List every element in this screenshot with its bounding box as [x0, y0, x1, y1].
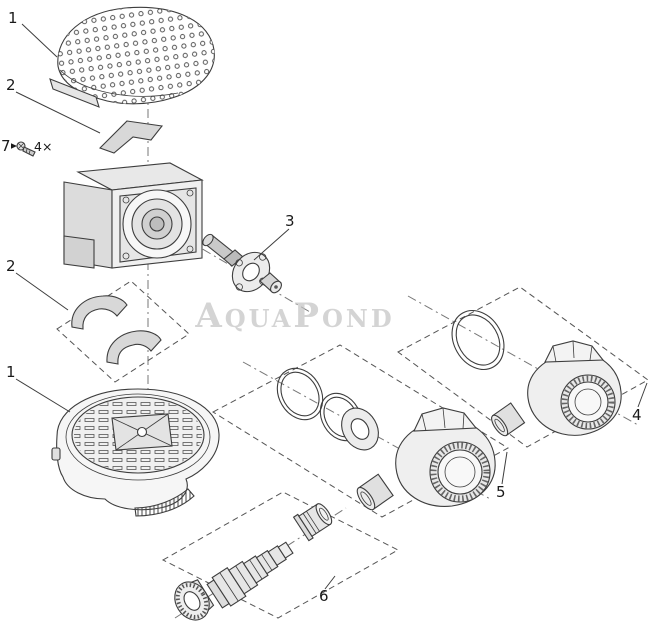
- clamp-pair-part: [56, 280, 190, 383]
- o-ring: [276, 367, 324, 421]
- union-nut-part: [174, 579, 215, 621]
- leader-lines: [11, 23, 648, 590]
- screw-part: [16, 141, 36, 157]
- stepped-inlet-nozzle-part: [206, 541, 294, 609]
- o-ring: [451, 310, 505, 370]
- callout-outlet-right: 4: [632, 406, 642, 424]
- pump-cover-top-part: [49, 6, 215, 108]
- callout-inlet-assembly: 6: [319, 587, 329, 605]
- group-box-outlet-center: [211, 344, 509, 518]
- outlet-housing-right-part: [491, 340, 622, 437]
- watermark: AquaPond: [194, 296, 394, 336]
- hose-connector-part: [292, 503, 333, 542]
- clamp-strip-top-part: [98, 120, 164, 154]
- flat-washer: [341, 407, 379, 451]
- callout-clamp-top: 2: [6, 76, 16, 94]
- callout-cover-top: 1: [8, 9, 18, 27]
- callout-rotor: 3: [285, 212, 295, 230]
- rotor-impeller-part: [202, 233, 282, 294]
- callout-screws: 7: [1, 137, 11, 155]
- callout-screws-qty: 4×: [34, 139, 52, 154]
- pump-housing-bottom-part: [51, 388, 220, 517]
- outlet-housing-center-part: [356, 407, 496, 511]
- motor-block-part: [63, 162, 204, 269]
- callout-outlet-center: 5: [496, 483, 506, 501]
- callout-housing-bottom: 1: [6, 363, 16, 381]
- callout-clamp-mid: 2: [6, 257, 16, 275]
- group-box-inlet: [161, 491, 400, 619]
- group-box-outlet-right: [397, 286, 649, 448]
